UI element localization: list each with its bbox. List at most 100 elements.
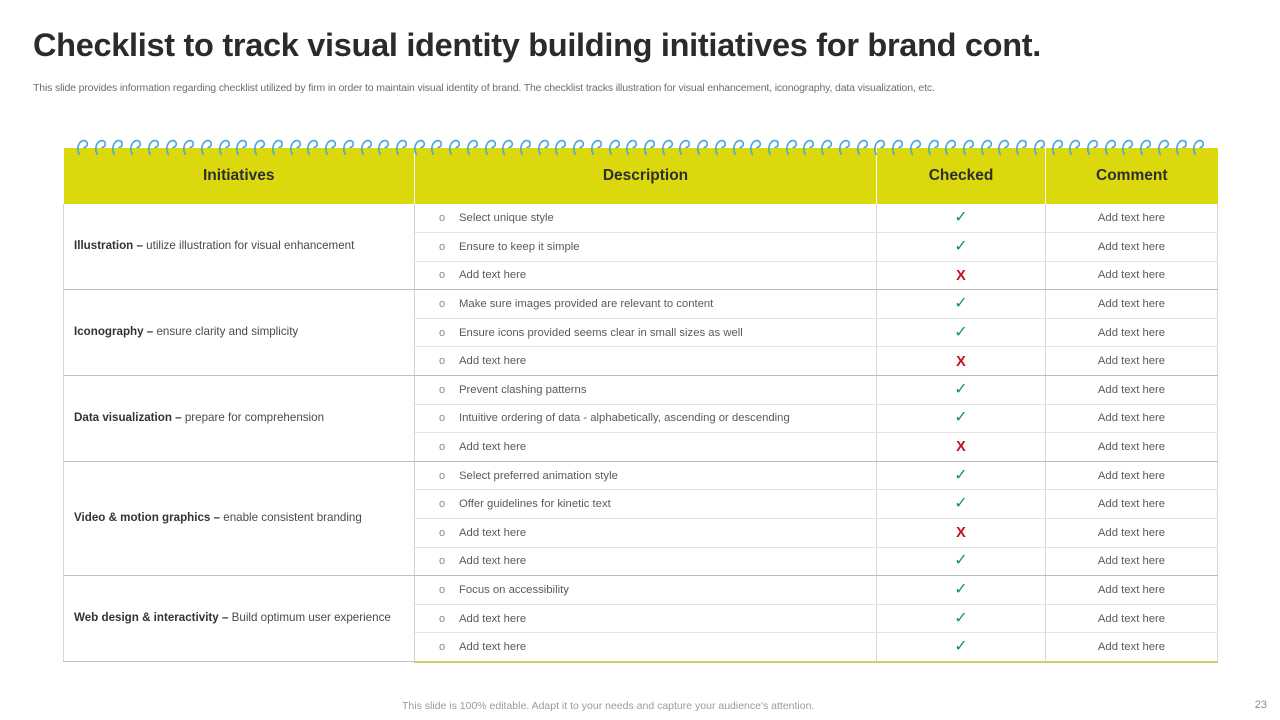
initiative-description: utilize illustration for visual enhancem… [146, 239, 355, 253]
spiral-ring-icon [502, 139, 514, 156]
description-cell: o Offer guidelines for kinetic text [414, 489, 877, 520]
table-row: Iconography – ensure clarity and simplic… [63, 289, 1218, 377]
checked-cell[interactable]: ✓ [876, 232, 1046, 262]
spiral-ring-icon [342, 139, 354, 156]
description-text: Add text here [459, 640, 527, 653]
bullet-circle-icon: o [439, 212, 446, 225]
initiative-title: Video & motion graphics – [74, 511, 224, 525]
description-text: Intuitive ordering of data - alphabetica… [459, 412, 790, 425]
comment-cell[interactable]: Add text here [1045, 404, 1218, 434]
initiative-description: prepare for comprehension [184, 411, 325, 425]
comment-cell[interactable]: Add text here [1045, 432, 1218, 462]
bullet-circle-icon: o [439, 526, 446, 539]
checked-cell[interactable]: X [876, 346, 1046, 377]
table-row: Illustration – utilize illustration for … [63, 204, 1218, 291]
comment-cell[interactable]: Add text here [1045, 518, 1218, 548]
spiral-ring-icon [626, 139, 638, 156]
comment-cell[interactable]: Add text here [1045, 575, 1218, 605]
checked-cell[interactable]: ✓ [876, 204, 1046, 234]
comment-cell[interactable]: Add text here [1045, 461, 1218, 491]
spiral-ring-icon [1033, 139, 1045, 156]
spiral-ring-icon [555, 139, 567, 156]
spiral-ring-icon [714, 139, 726, 156]
description-text: Add text here [459, 526, 527, 539]
description-text: Ensure icons provided seems clear in sma… [459, 326, 743, 339]
spiral-ring-icon [962, 139, 974, 156]
spiral-ring-icon [254, 139, 266, 156]
comment-cell[interactable]: Add text here [1045, 261, 1218, 291]
checked-cell[interactable]: ✓ [876, 604, 1046, 634]
checkmark-icon: ✓ [954, 609, 968, 627]
spiral-ring-icon [466, 139, 478, 156]
spiral-ring-icon [909, 139, 921, 156]
spiral-ring-icon [236, 139, 248, 156]
checked-cell[interactable]: X [876, 518, 1046, 548]
description-text: Offer guidelines for kinetic text [459, 498, 611, 511]
spiral-ring-icon [945, 139, 957, 156]
column-header-comment: Comment [1045, 148, 1218, 204]
spiral-ring-icon [1157, 139, 1169, 156]
comment-cell[interactable]: Add text here [1045, 489, 1218, 520]
comment-cell[interactable]: Add text here [1045, 204, 1218, 234]
checked-cell[interactable]: ✓ [876, 575, 1046, 605]
checked-cell[interactable]: ✓ [876, 318, 1046, 348]
spiral-ring-icon [573, 139, 585, 156]
initiative-description: ensure clarity and simplicity [156, 325, 299, 339]
spiral-ring-icon [218, 139, 230, 156]
spiral-ring-icon [271, 139, 283, 156]
spiral-ring-icon [183, 139, 195, 156]
bullet-circle-icon: o [439, 326, 446, 339]
checked-cell[interactable]: ✓ [876, 461, 1046, 491]
checkmark-icon: ✓ [954, 581, 968, 599]
comment-cell[interactable]: Add text here [1045, 632, 1218, 663]
description-cell: o Ensure icons provided seems clear in sm… [414, 318, 877, 348]
checked-cell[interactable]: ✓ [876, 404, 1046, 434]
comment-cell[interactable]: Add text here [1045, 289, 1218, 319]
spiral-ring-icon [307, 139, 319, 156]
bullet-circle-icon: o [439, 269, 446, 282]
initiative-cell: Data visualization – prepare for compreh… [63, 375, 415, 462]
spiral-ring-icon [94, 139, 106, 156]
checkmark-icon: ✓ [954, 409, 968, 427]
description-text: Add text here [459, 441, 527, 454]
bullet-circle-icon: o [439, 412, 446, 425]
checked-cell[interactable]: ✓ [876, 547, 1046, 577]
initiative-cell: Illustration – utilize illustration for … [63, 204, 415, 291]
spiral-ring-icon [750, 139, 762, 156]
checked-cell[interactable]: ✓ [876, 375, 1046, 405]
comment-cell[interactable]: Add text here [1045, 318, 1218, 348]
checkmark-icon: ✓ [954, 380, 968, 398]
spiral-ring-icon [449, 139, 461, 156]
checked-cell[interactable]: X [876, 261, 1046, 291]
checked-cell[interactable]: X [876, 432, 1046, 462]
spiral-ring-icon [112, 139, 124, 156]
checked-cell[interactable]: ✓ [876, 289, 1046, 319]
spiral-ring-icon [590, 139, 602, 156]
spiral-ring-icon [431, 139, 443, 156]
description-text: Make sure images provided are relevant t… [459, 298, 714, 311]
comment-cell[interactable]: Add text here [1045, 547, 1218, 577]
checklist-table-container: Initiatives Description Checked Comment … [63, 148, 1218, 663]
comment-cell[interactable]: Add text here [1045, 375, 1218, 405]
spiral-ring-icon [1122, 139, 1134, 156]
bullet-circle-icon: o [439, 498, 446, 511]
comment-cell[interactable]: Add text here [1045, 346, 1218, 377]
table-header-row: Initiatives Description Checked Comment [63, 148, 1218, 204]
description-cell: o Add text here [414, 632, 877, 663]
bullet-circle-icon: o [439, 469, 446, 482]
bullet-circle-icon: o [439, 640, 446, 653]
spiral-ring-icon [679, 139, 691, 156]
comment-cell[interactable]: Add text here [1045, 604, 1218, 634]
spiral-ring-icon [289, 139, 301, 156]
spiral-ring-icon [378, 139, 390, 156]
checked-cell[interactable]: ✓ [876, 632, 1046, 663]
checked-cell[interactable]: ✓ [876, 489, 1046, 520]
comment-cell[interactable]: Add text here [1045, 232, 1218, 262]
